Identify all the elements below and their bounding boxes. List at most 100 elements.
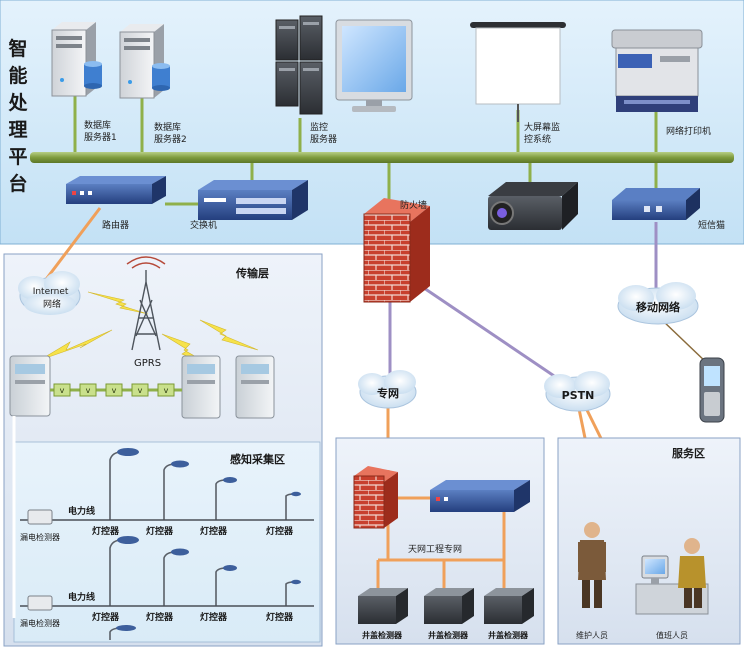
well-detector-label: 井盖检测器: [428, 630, 469, 640]
lamp-labels-row-2: 灯控器 灯控器 灯控器 灯控器: [92, 611, 294, 623]
maintenance-label: 维护人员: [576, 630, 608, 640]
big-screen-system: 大屏幕监 控系统: [470, 22, 566, 145]
lcd-monitor-icon: [335, 19, 413, 112]
street-lamp-icon: [117, 536, 139, 544]
street-lamp-icon: [171, 460, 189, 468]
lightning-bolt-icon: [87, 291, 149, 315]
mobile-network-label: 移动网络: [636, 300, 680, 314]
transport-title: 传输层: [235, 266, 269, 280]
router-icon: [430, 480, 530, 512]
lightning-bolt-icon: [39, 329, 113, 361]
leakage-detector-1-label: 漏电检测器: [20, 532, 60, 542]
sms-gateway-label: 短信猫: [698, 219, 725, 231]
leakage-detector-2-label: 漏电检测器: [20, 618, 60, 628]
switch-icon: [198, 180, 308, 220]
cloud-icon: [544, 371, 611, 412]
platform-title-char: 处: [7, 91, 28, 114]
street-lamp-icon: [291, 491, 301, 497]
meter-left: [9, 355, 51, 417]
detector-device-icon: [358, 588, 408, 624]
well-detector-label: 井盖检测器: [362, 630, 403, 640]
street-lamp-icon: [116, 625, 136, 631]
leakage-detector-1: 漏电检测器: [20, 509, 60, 542]
platform-bus: [30, 152, 734, 163]
projection-screen-icon: [470, 22, 566, 122]
well-detector-1: 井盖检测器: [358, 588, 408, 640]
detector-box-icon: [27, 509, 53, 525]
project-firewall: [353, 466, 398, 529]
platform-title-char: 台: [8, 172, 27, 195]
street-lamp-icon: [291, 579, 301, 585]
power-line-2-label: 电力线: [68, 591, 95, 603]
brick-firewall-icon: [363, 198, 430, 303]
street-lamp-icon: [117, 448, 139, 456]
private-network-label: 专网: [377, 386, 399, 400]
street-lamp-icon: [223, 477, 237, 483]
switch: 交换机: [190, 180, 308, 231]
lamp-heads-row-1: [117, 448, 301, 497]
duty-label: 值班人员: [656, 630, 688, 640]
person-at-computer-icon: [635, 538, 709, 615]
power-line-1-label: 电力线: [68, 505, 95, 517]
lamp-controller-label: 灯控器: [200, 525, 228, 537]
server-rack-icon: [275, 15, 323, 115]
sms-gateway: 短信猫: [612, 188, 725, 231]
router-label: 路由器: [102, 219, 129, 231]
lamp-controller-label: 灯控器: [92, 611, 120, 623]
lamp-labels-row-1: 灯控器 灯控器 灯控器 灯控器: [92, 525, 294, 537]
v-box: v: [157, 383, 175, 397]
network-printer-label: 网络打印机: [666, 125, 711, 137]
monitor-server-label: 监控 服务器: [310, 121, 337, 145]
lamp-heads-row-2: [116, 536, 301, 631]
maintenance-person: 维护人员: [576, 522, 608, 640]
router-internet-link: [42, 207, 102, 283]
wireless-lightning-bolts: [39, 291, 259, 367]
street-lamp-icon: [223, 565, 237, 571]
svg-text:v: v: [112, 386, 117, 395]
service-title: 服务区: [672, 446, 705, 460]
svg-text:v: v: [164, 386, 169, 395]
pstn-cloud: PSTN: [544, 371, 611, 412]
lamp-controller-label: 灯控器: [266, 525, 294, 537]
well-detector-label: 井盖检测器: [488, 630, 529, 640]
printer-icon: [611, 29, 703, 112]
database-cylinder-icon: [84, 61, 102, 89]
database-cylinder-icon: [152, 63, 170, 91]
platform-title-char: 能: [8, 64, 27, 87]
database-server-2-label: 数据库 服务器2: [154, 121, 187, 145]
gprs-label: GPRS: [134, 358, 161, 369]
projector-icon: [488, 182, 578, 230]
brick-firewall-icon: [353, 466, 398, 529]
lamp-controller-label: 灯控器: [92, 525, 120, 537]
network-printer: 网络打印机: [611, 29, 711, 137]
street-lamp-icon: [171, 548, 189, 556]
mobile-phone-icon: [699, 357, 725, 423]
lamp-controller-label: 灯控器: [146, 525, 174, 537]
svg-text:v: v: [138, 386, 143, 395]
svg-text:v: v: [86, 386, 91, 395]
detector-device-icon: [484, 588, 534, 624]
v-chain: v v v v v: [50, 383, 182, 397]
projector: [488, 182, 578, 230]
v-box: v: [79, 383, 97, 397]
project-network-title: 天网工程专网: [408, 543, 462, 555]
big-screen-label: 大屏幕监 控系统: [524, 121, 563, 145]
monitor-server: 监控 服务器: [275, 15, 413, 145]
pstn-label: PSTN: [562, 389, 595, 402]
meter-right: [235, 355, 275, 419]
project-router: [430, 480, 530, 512]
sensing-title: 感知采集区: [230, 452, 285, 466]
cloud-icon: [617, 282, 699, 325]
transport-panel: [3, 253, 323, 647]
person-standing-icon: [578, 522, 606, 608]
well-detector-3: 井盖检测器: [484, 588, 534, 640]
database-server-2: 数据库 服务器2: [119, 24, 187, 145]
platform-title: 智 能 处 理 平 台: [7, 37, 28, 195]
well-detector-2: 井盖检测器: [424, 588, 474, 640]
lamp-controller-label: 灯控器: [266, 611, 294, 623]
antenna-tower-icon: [126, 256, 166, 351]
private-network-cloud: 专网: [358, 370, 417, 409]
sms-modem-icon: [612, 188, 700, 220]
router: 路由器: [66, 176, 166, 231]
